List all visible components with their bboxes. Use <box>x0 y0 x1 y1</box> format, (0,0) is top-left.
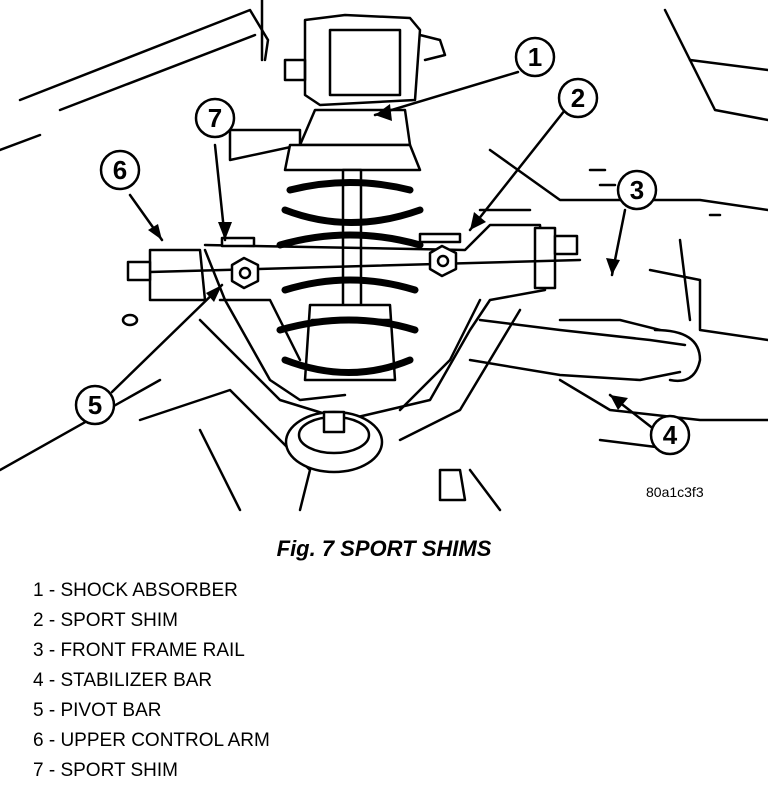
callout-4-label: 4 <box>663 420 678 450</box>
legend-item-3: 3 - FRONT FRAME RAIL <box>33 640 245 661</box>
callout-6-label: 6 <box>113 155 127 185</box>
upper-control-arm <box>148 223 557 442</box>
callout-5: 5 <box>74 384 116 426</box>
coil-spring <box>276 179 424 376</box>
callout-2-label: 2 <box>571 83 585 113</box>
legend-item-2: 2 - SPORT SHIM <box>33 610 178 631</box>
pivot-bar <box>126 234 582 290</box>
sport-shims <box>220 232 462 248</box>
callout-3-label: 3 <box>630 175 644 205</box>
legend-item-6: 6 - UPPER CONTROL ARM <box>33 730 270 751</box>
shock-absorber <box>283 108 422 382</box>
figure-title: Fig. 7 SPORT SHIMS <box>276 536 492 561</box>
legend-item-1: 1 - SHOCK ABSORBER <box>33 580 238 601</box>
callout-6: 6 <box>99 149 141 191</box>
callout-7: 7 <box>194 97 236 139</box>
callout-3: 3 <box>616 169 658 211</box>
stabilizer-bar <box>468 318 702 383</box>
figure-code: 80a1c3f3 <box>646 484 704 500</box>
legend-item-4: 4 - STABILIZER BAR <box>33 670 213 691</box>
body-panels <box>0 0 768 512</box>
arrowheads <box>148 104 628 410</box>
legend-item-7: 7 - SPORT SHIM <box>33 760 178 781</box>
callout-7-label: 7 <box>208 103 222 133</box>
legend-list: 1 - SHOCK ABSORBER 2 - SPORT SHIM 3 - FR… <box>33 576 270 786</box>
callout-4: 4 <box>649 414 691 456</box>
callout-1-label: 1 <box>528 42 542 72</box>
legend-item-5: 5 - PIVOT BAR <box>33 700 162 721</box>
callout-5-label: 5 <box>88 390 102 420</box>
suspension-illustration: 1 2 3 4 5 6 7 <box>0 0 768 512</box>
ball-joint <box>121 313 467 502</box>
callout-1: 1 <box>514 36 556 78</box>
callouts: 1 2 3 4 5 6 7 <box>74 36 691 456</box>
callout-2: 2 <box>557 77 599 119</box>
